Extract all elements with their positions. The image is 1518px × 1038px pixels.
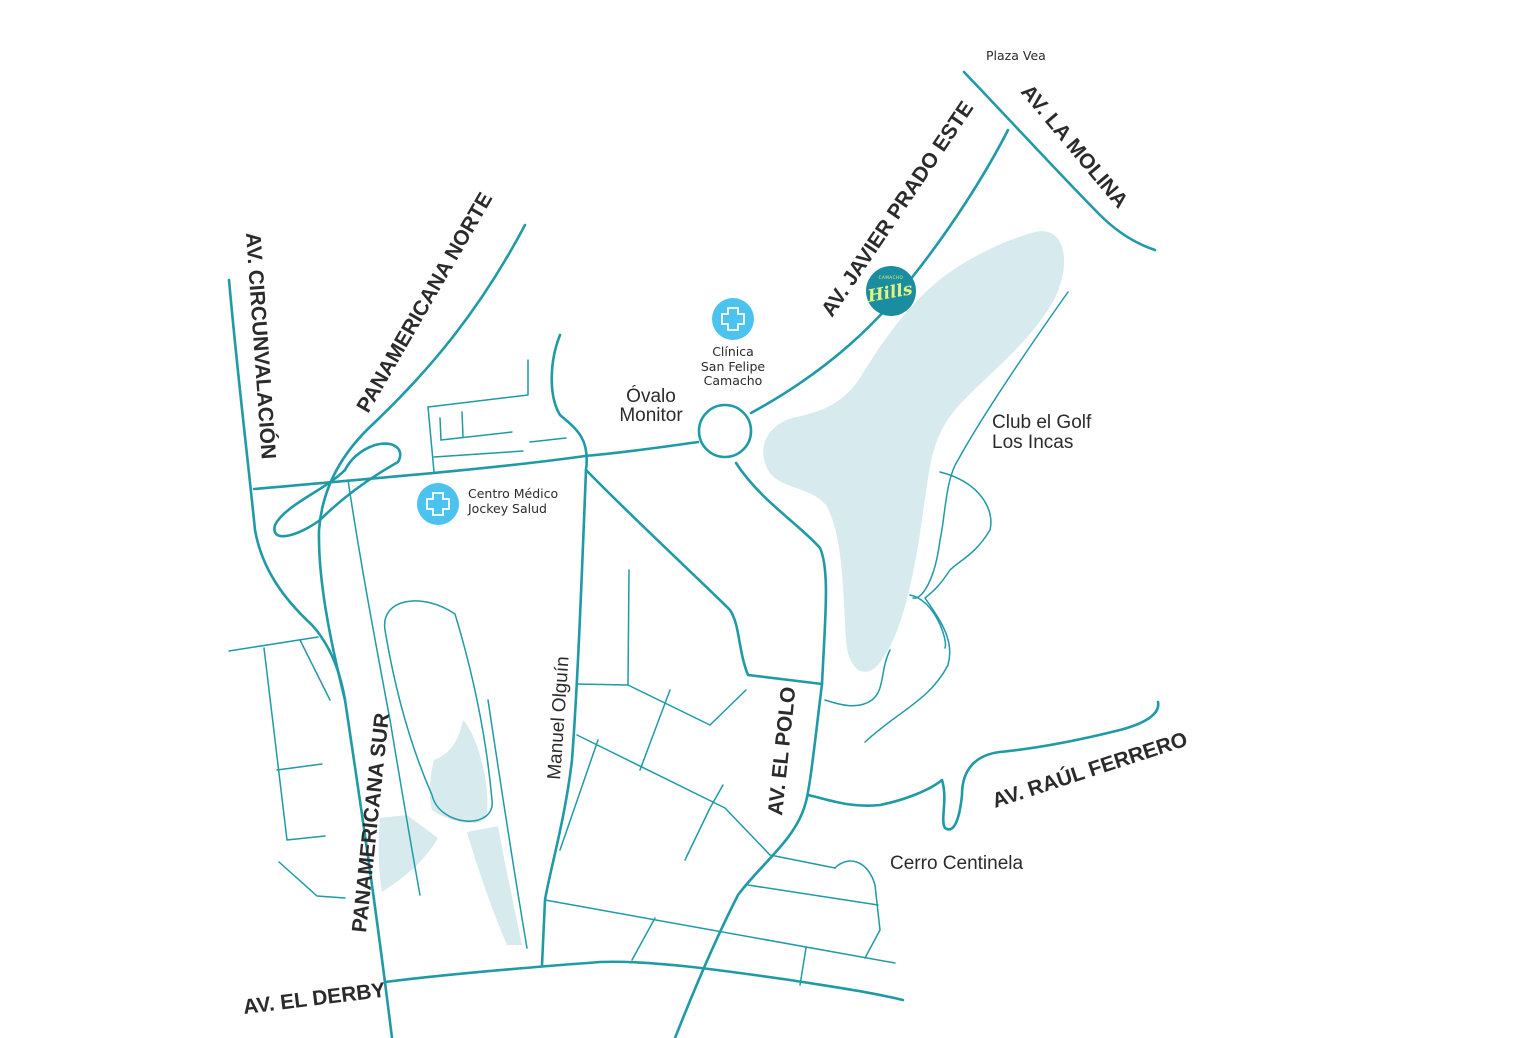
- street: [461, 411, 464, 438]
- road-el-polo: [673, 461, 828, 1038]
- location-marker-icon[interactable]: CAMACHO Hills: [865, 266, 916, 316]
- street: [529, 437, 567, 443]
- street: [427, 359, 529, 408]
- racetrack-inner: [384, 600, 493, 822]
- label-manuel-olguin: Manuel Olguín: [544, 656, 574, 781]
- label-camacho: Camacho: [704, 373, 763, 388]
- road-la-molina: [962, 70, 1157, 252]
- label-ovalo: Óvalo: [626, 385, 676, 407]
- road-el-derby: [383, 960, 905, 1002]
- street: [299, 639, 331, 701]
- road-javier-prado-west: [252, 440, 700, 491]
- label-monitor: Monitor: [619, 405, 683, 426]
- green-areas: [378, 231, 1065, 945]
- hospital-cross-icon: [417, 483, 459, 525]
- racetrack-green-strip: [467, 826, 522, 945]
- marker-brand-small: CAMACHO: [879, 275, 904, 280]
- street: [228, 636, 319, 652]
- road-manuel-olguin: [540, 468, 588, 967]
- road-manuel-olguin-north: [550, 333, 589, 472]
- street: [433, 450, 524, 458]
- minor-streets: [228, 291, 1069, 986]
- street: [799, 947, 807, 986]
- road-raul-ferrero: [806, 700, 1160, 831]
- label-plaza-vea: Plaza Vea: [986, 48, 1046, 63]
- street: [824, 649, 891, 707]
- street: [427, 406, 435, 473]
- street: [864, 471, 992, 743]
- label-av-el-derby: AV. EL DERBY: [242, 979, 387, 1019]
- street: [747, 884, 879, 906]
- label-san-felipe: San Felipe: [701, 359, 766, 374]
- label-av-circunvalacion: AV. CIRCUNVALACIÓN: [241, 232, 281, 460]
- road-panamericana-sur: [343, 698, 394, 1038]
- label-club-el-golf: Club el Golf: [992, 412, 1092, 433]
- golf-club-area: [763, 231, 1065, 672]
- street: [684, 784, 724, 861]
- street: [440, 431, 513, 441]
- street: [639, 689, 671, 771]
- racetrack-green: [429, 720, 488, 824]
- street: [347, 479, 421, 896]
- hospital-cross-icon: [712, 298, 754, 340]
- label-los-incas: Los Incas: [992, 432, 1073, 453]
- road-diagonal: [584, 468, 824, 686]
- street: [276, 763, 323, 771]
- street: [278, 861, 346, 899]
- street: [627, 569, 630, 686]
- label-panamericana-norte: PANAMERICANA NORTE: [352, 189, 497, 417]
- road-circunvalacion: [227, 278, 347, 702]
- road-panamericana-norte: [317, 223, 527, 702]
- street: [439, 417, 442, 441]
- street: [263, 647, 326, 841]
- street: [834, 860, 881, 959]
- label-centro-medico: Centro Médico: [468, 486, 558, 501]
- road-interchange-loop: [273, 442, 402, 538]
- label-jockey-salud: Jockey Salud: [467, 501, 547, 516]
- label-av-el-polo: AV. EL POLO: [764, 686, 800, 817]
- street: [559, 739, 599, 851]
- street: [576, 683, 747, 726]
- ovalo-monitor-roundabout: [697, 403, 753, 459]
- label-cerro-centinela: Cerro Centinela: [890, 853, 1023, 874]
- street: [576, 734, 836, 869]
- street: [912, 291, 1069, 599]
- street: [909, 594, 947, 649]
- street: [631, 917, 656, 961]
- label-av-raul-ferrero: AV. RAÚL FERRERO: [989, 727, 1190, 813]
- street: [487, 699, 528, 949]
- label-clinica: Clínica: [712, 344, 754, 359]
- racetrack-green-south: [378, 815, 438, 892]
